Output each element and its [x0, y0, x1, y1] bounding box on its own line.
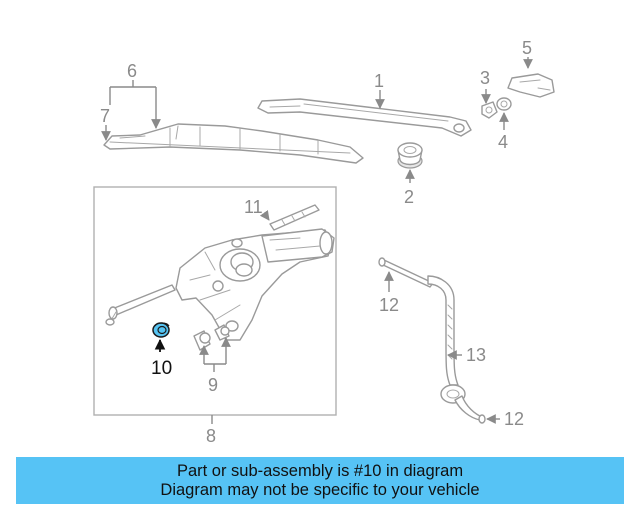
washer-hose [378, 257, 486, 424]
nut-4 [496, 97, 512, 111]
callout-4: 4 [498, 132, 508, 152]
callout-13: 13 [466, 345, 486, 365]
info-banner: Part or sub-assembly is #10 in diagram D… [16, 457, 624, 504]
callout-5: 5 [522, 38, 532, 58]
callout-9: 9 [208, 375, 218, 395]
callout-1: 1 [374, 71, 384, 91]
callout-labels: 6 7 1 2 3 4 5 11 12 13 12 9 8 10 [100, 38, 532, 446]
wiper-arm [257, 98, 472, 137]
callout-12-lower: 12 [504, 409, 524, 429]
wiper-motor [175, 228, 335, 341]
motor-bolt [105, 284, 176, 326]
banner-line-1: Part or sub-assembly is #10 in diagram [176, 461, 464, 480]
grommet-3 [481, 101, 498, 119]
callout-12-upper: 12 [379, 295, 399, 315]
motor-assembly-box [93, 186, 337, 416]
callout-2: 2 [404, 187, 414, 207]
callout-7: 7 [100, 106, 110, 126]
leader-lines [101, 57, 533, 424]
callout-8: 8 [206, 426, 216, 446]
parts-diagram: 6 7 1 2 3 4 5 11 12 13 12 9 8 10 [93, 38, 555, 446]
callout-11: 11 [244, 197, 263, 217]
part-10-highlighted[interactable] [152, 322, 170, 338]
callout-10: 10 [151, 358, 172, 379]
wiper-blade [103, 123, 364, 164]
cover-5 [507, 73, 555, 98]
callout-3: 3 [480, 68, 490, 88]
banner-line-2: Diagram may not be specific to your vehi… [160, 480, 480, 499]
grommets-9 [193, 324, 230, 351]
pivot-cap [397, 142, 423, 169]
bolt-11 [269, 204, 320, 231]
callout-6: 6 [127, 61, 137, 81]
